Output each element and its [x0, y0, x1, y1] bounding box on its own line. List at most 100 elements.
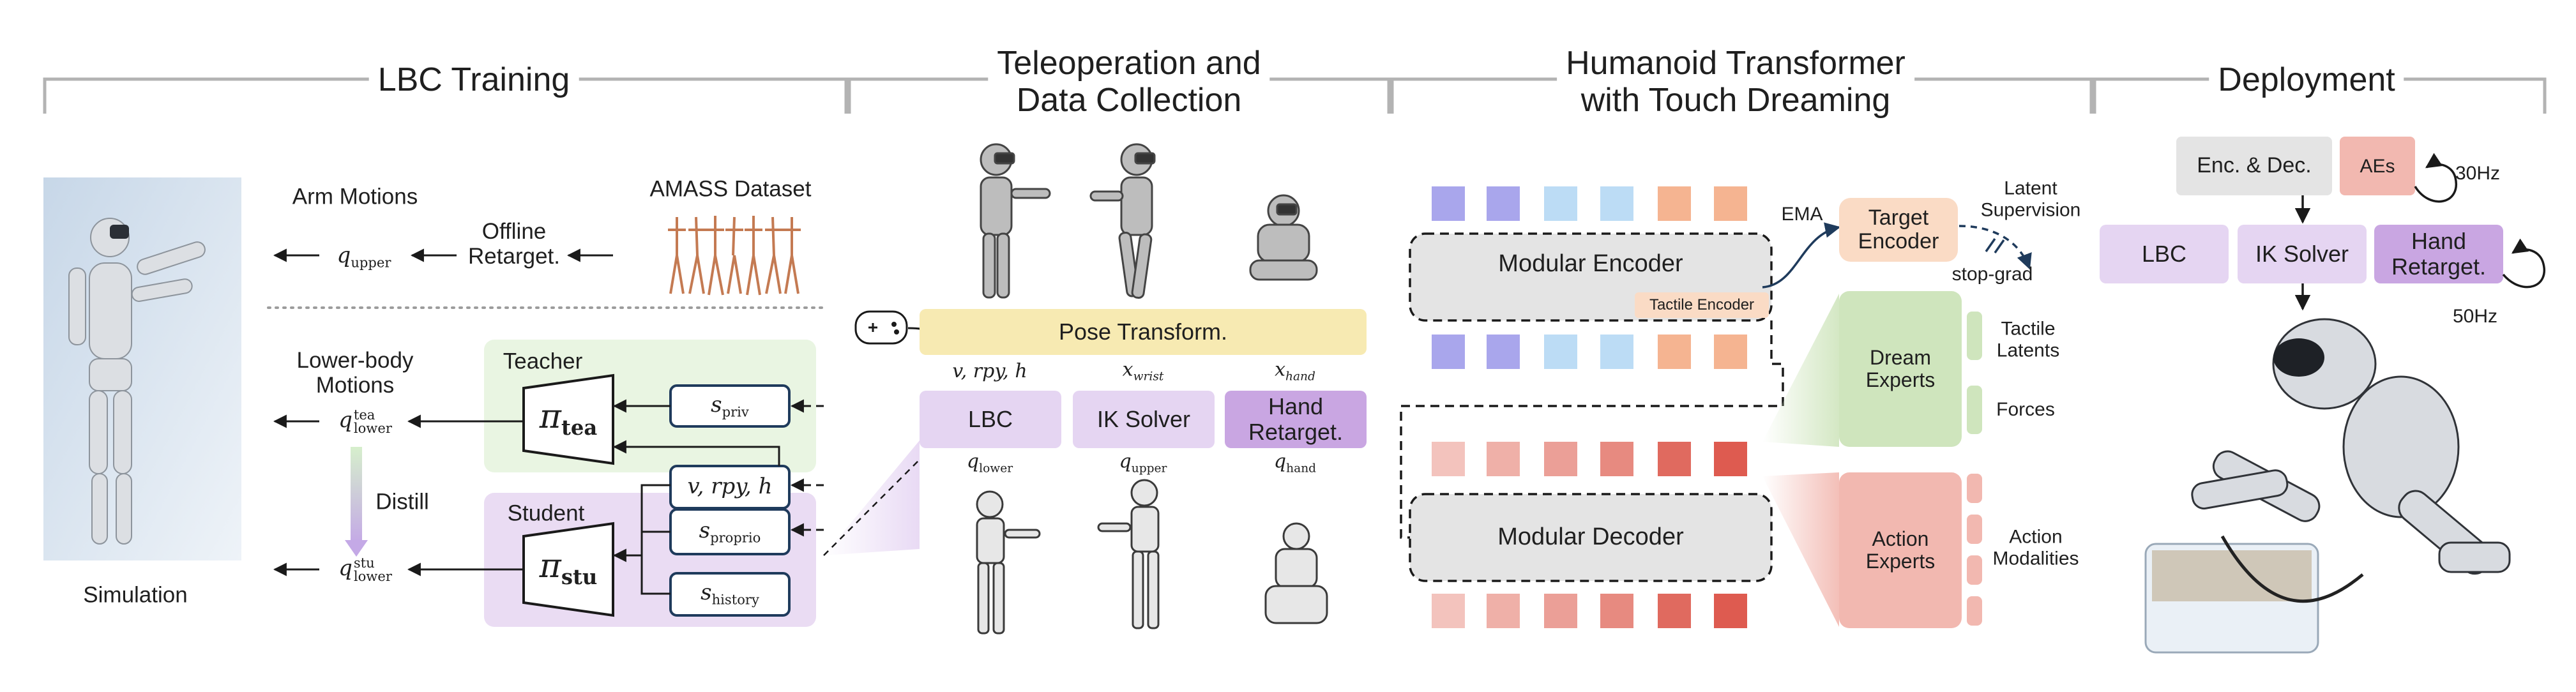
pose-transform-bar	[920, 309, 1367, 355]
lower-body-motions-label: Lower-body Motions	[297, 348, 414, 398]
output-q-upper: qupper	[1119, 450, 1167, 476]
dream-experts-line2: Experts	[1865, 368, 1936, 391]
simulation-label: Simulation	[83, 582, 188, 608]
simulation-render	[43, 177, 241, 560]
action-modalities-line2: Modalities	[1992, 548, 2079, 569]
pi-stu-symbol: πstu	[539, 546, 598, 590]
amass-skeleton-sequence	[668, 216, 801, 296]
student-label: Student	[507, 500, 585, 526]
action-experts-box	[1839, 472, 1962, 628]
teleop-ik-solver-box: IK Solver	[1096, 406, 1191, 433]
latent-supervision-line2: Supervision	[1980, 199, 2081, 220]
deploy-lbc-box	[2100, 225, 2229, 283]
input-x-hand: xhand	[1275, 358, 1315, 384]
tactile-encoder-label: Tactile Encoder	[1649, 296, 1755, 313]
output-q-lower: qlower	[966, 450, 1013, 476]
teleop-hand-line2: Retarget.	[1248, 419, 1344, 445]
action-modalities-label: Action Modalities	[1992, 526, 2079, 569]
action-experts-line1: Action	[1872, 527, 1929, 550]
action-fan	[1762, 472, 1839, 627]
deploy-hand-retarget-label: Hand Retarget.	[2374, 225, 2503, 283]
deploy-hand-line2: Retarget.	[2391, 253, 2487, 280]
ema-label: EMA	[1781, 204, 1823, 225]
deploy-lbc-label: LBC	[2141, 241, 2187, 267]
deploy-ik-box	[2238, 225, 2367, 283]
aes-box	[2340, 137, 2415, 195]
teacher-label: Teacher	[503, 349, 583, 374]
deployment-robot-photo	[2144, 318, 2511, 654]
transformer-title-line2: with Touch Dreaming	[1580, 82, 1891, 119]
offline-retarget-label: Offline Retarget.	[468, 219, 560, 269]
latent-supervision-label: Latent Supervision	[1981, 177, 2081, 220]
deploy-hand-line1: Hand	[2411, 228, 2467, 255]
hz50-label: 50Hz	[2452, 306, 2498, 327]
teleop-title-line1: Teleoperation and	[997, 45, 1261, 82]
hz30-label: 30Hz	[2455, 163, 2501, 184]
input-x-wrist: xwrist	[1122, 358, 1164, 384]
q-upper-symbol: qupper	[337, 242, 391, 271]
forces-label: Forces	[1996, 399, 2055, 421]
target-encoder-line2: Encoder	[1858, 229, 1939, 253]
action-experts-line2: Experts	[1865, 550, 1936, 573]
s-proprio-symbol: sproprio	[699, 517, 761, 546]
input-vrpyh: v, rpy, h	[952, 360, 1027, 383]
encoder-input-tokens	[1432, 186, 1747, 221]
teleop-title-line2: Data Collection	[1016, 82, 1242, 119]
pose-transform-label: Pose Transform.	[1058, 319, 1228, 345]
teleop-fan	[824, 440, 920, 555]
vr-operator-illustration	[980, 143, 1318, 299]
section-title-lbc-training: LBC Training	[368, 61, 579, 99]
teleop-hand-line1: Hand	[1268, 393, 1324, 420]
s-history-symbol: shistory	[701, 579, 759, 608]
enc-dec-label: Enc. & Dec.	[2197, 153, 2312, 178]
aes-label: AEs	[2360, 155, 2395, 177]
teleop-lbc-box: LBC	[967, 406, 1013, 433]
tactile-latents-line1: Tactile	[2001, 318, 2056, 340]
tactile-latents-label: Tactile Latents	[1997, 318, 2059, 361]
teacher-network	[522, 373, 614, 465]
target-encoder-line1: Target	[1868, 205, 1929, 230]
action-experts-label: Action Experts	[1839, 472, 1962, 628]
decoder-query-tokens	[1432, 442, 1747, 476]
tactile-encoder-tag	[1635, 292, 1769, 318]
target-encoder-box	[1839, 198, 1958, 262]
section-title-teleop: Teleoperation and Data Collection	[988, 45, 1270, 119]
encoder-output-tokens	[1432, 335, 1747, 369]
action-modalities-line1: Action	[2009, 526, 2063, 548]
enc-dec-box	[2176, 137, 2332, 195]
distill-label: Distill	[375, 489, 429, 515]
dream-fan	[1762, 294, 1839, 447]
teleop-hand-retarget-box: Hand Retarget.	[1225, 391, 1367, 448]
deploy-ik-label: IK Solver	[2255, 241, 2349, 267]
dream-experts-line1: Dream	[1869, 345, 1931, 369]
humanoid-robot-photo	[976, 479, 1328, 635]
dream-experts-box	[1839, 291, 1962, 447]
transformer-title-line1: Humanoid Transformer	[1566, 45, 1905, 82]
offline-retarget-line2: Retarget.	[468, 244, 560, 269]
section-title-deployment: Deployment	[2209, 61, 2404, 99]
s-vrpyh-symbol: v, rpy, h	[687, 473, 773, 499]
modular-encoder-label: Modular Encoder	[1498, 250, 1683, 278]
pi-tea-symbol: πtea	[539, 397, 598, 440]
modular-decoder-label: Modular Decoder	[1497, 523, 1684, 551]
decoder-output-tokens	[1432, 594, 1747, 628]
student-network	[522, 522, 614, 617]
arm-motions-label: Arm Motions	[292, 184, 418, 209]
tactile-latents-line2: Latents	[1996, 340, 2060, 361]
amass-dataset-label: AMASS Dataset	[649, 176, 812, 202]
deploy-hand-box	[2374, 225, 2503, 283]
lower-body-line2: Motions	[315, 373, 395, 398]
stop-grad-label: stop-grad	[1951, 264, 2033, 285]
lower-body-line1: Lower-body	[296, 347, 414, 373]
offline-retarget-line1: Offline	[481, 218, 547, 244]
section-title-transformer: Humanoid Transformer with Touch Dreaming	[1557, 45, 1914, 119]
s-priv-symbol: spriv	[711, 391, 749, 420]
output-q-hand: qhand	[1273, 450, 1317, 476]
dream-experts-label: Dream Experts	[1839, 291, 1962, 447]
target-encoder-label: Target Encoder	[1839, 198, 1958, 262]
modular-decoder-box	[1409, 493, 1773, 582]
